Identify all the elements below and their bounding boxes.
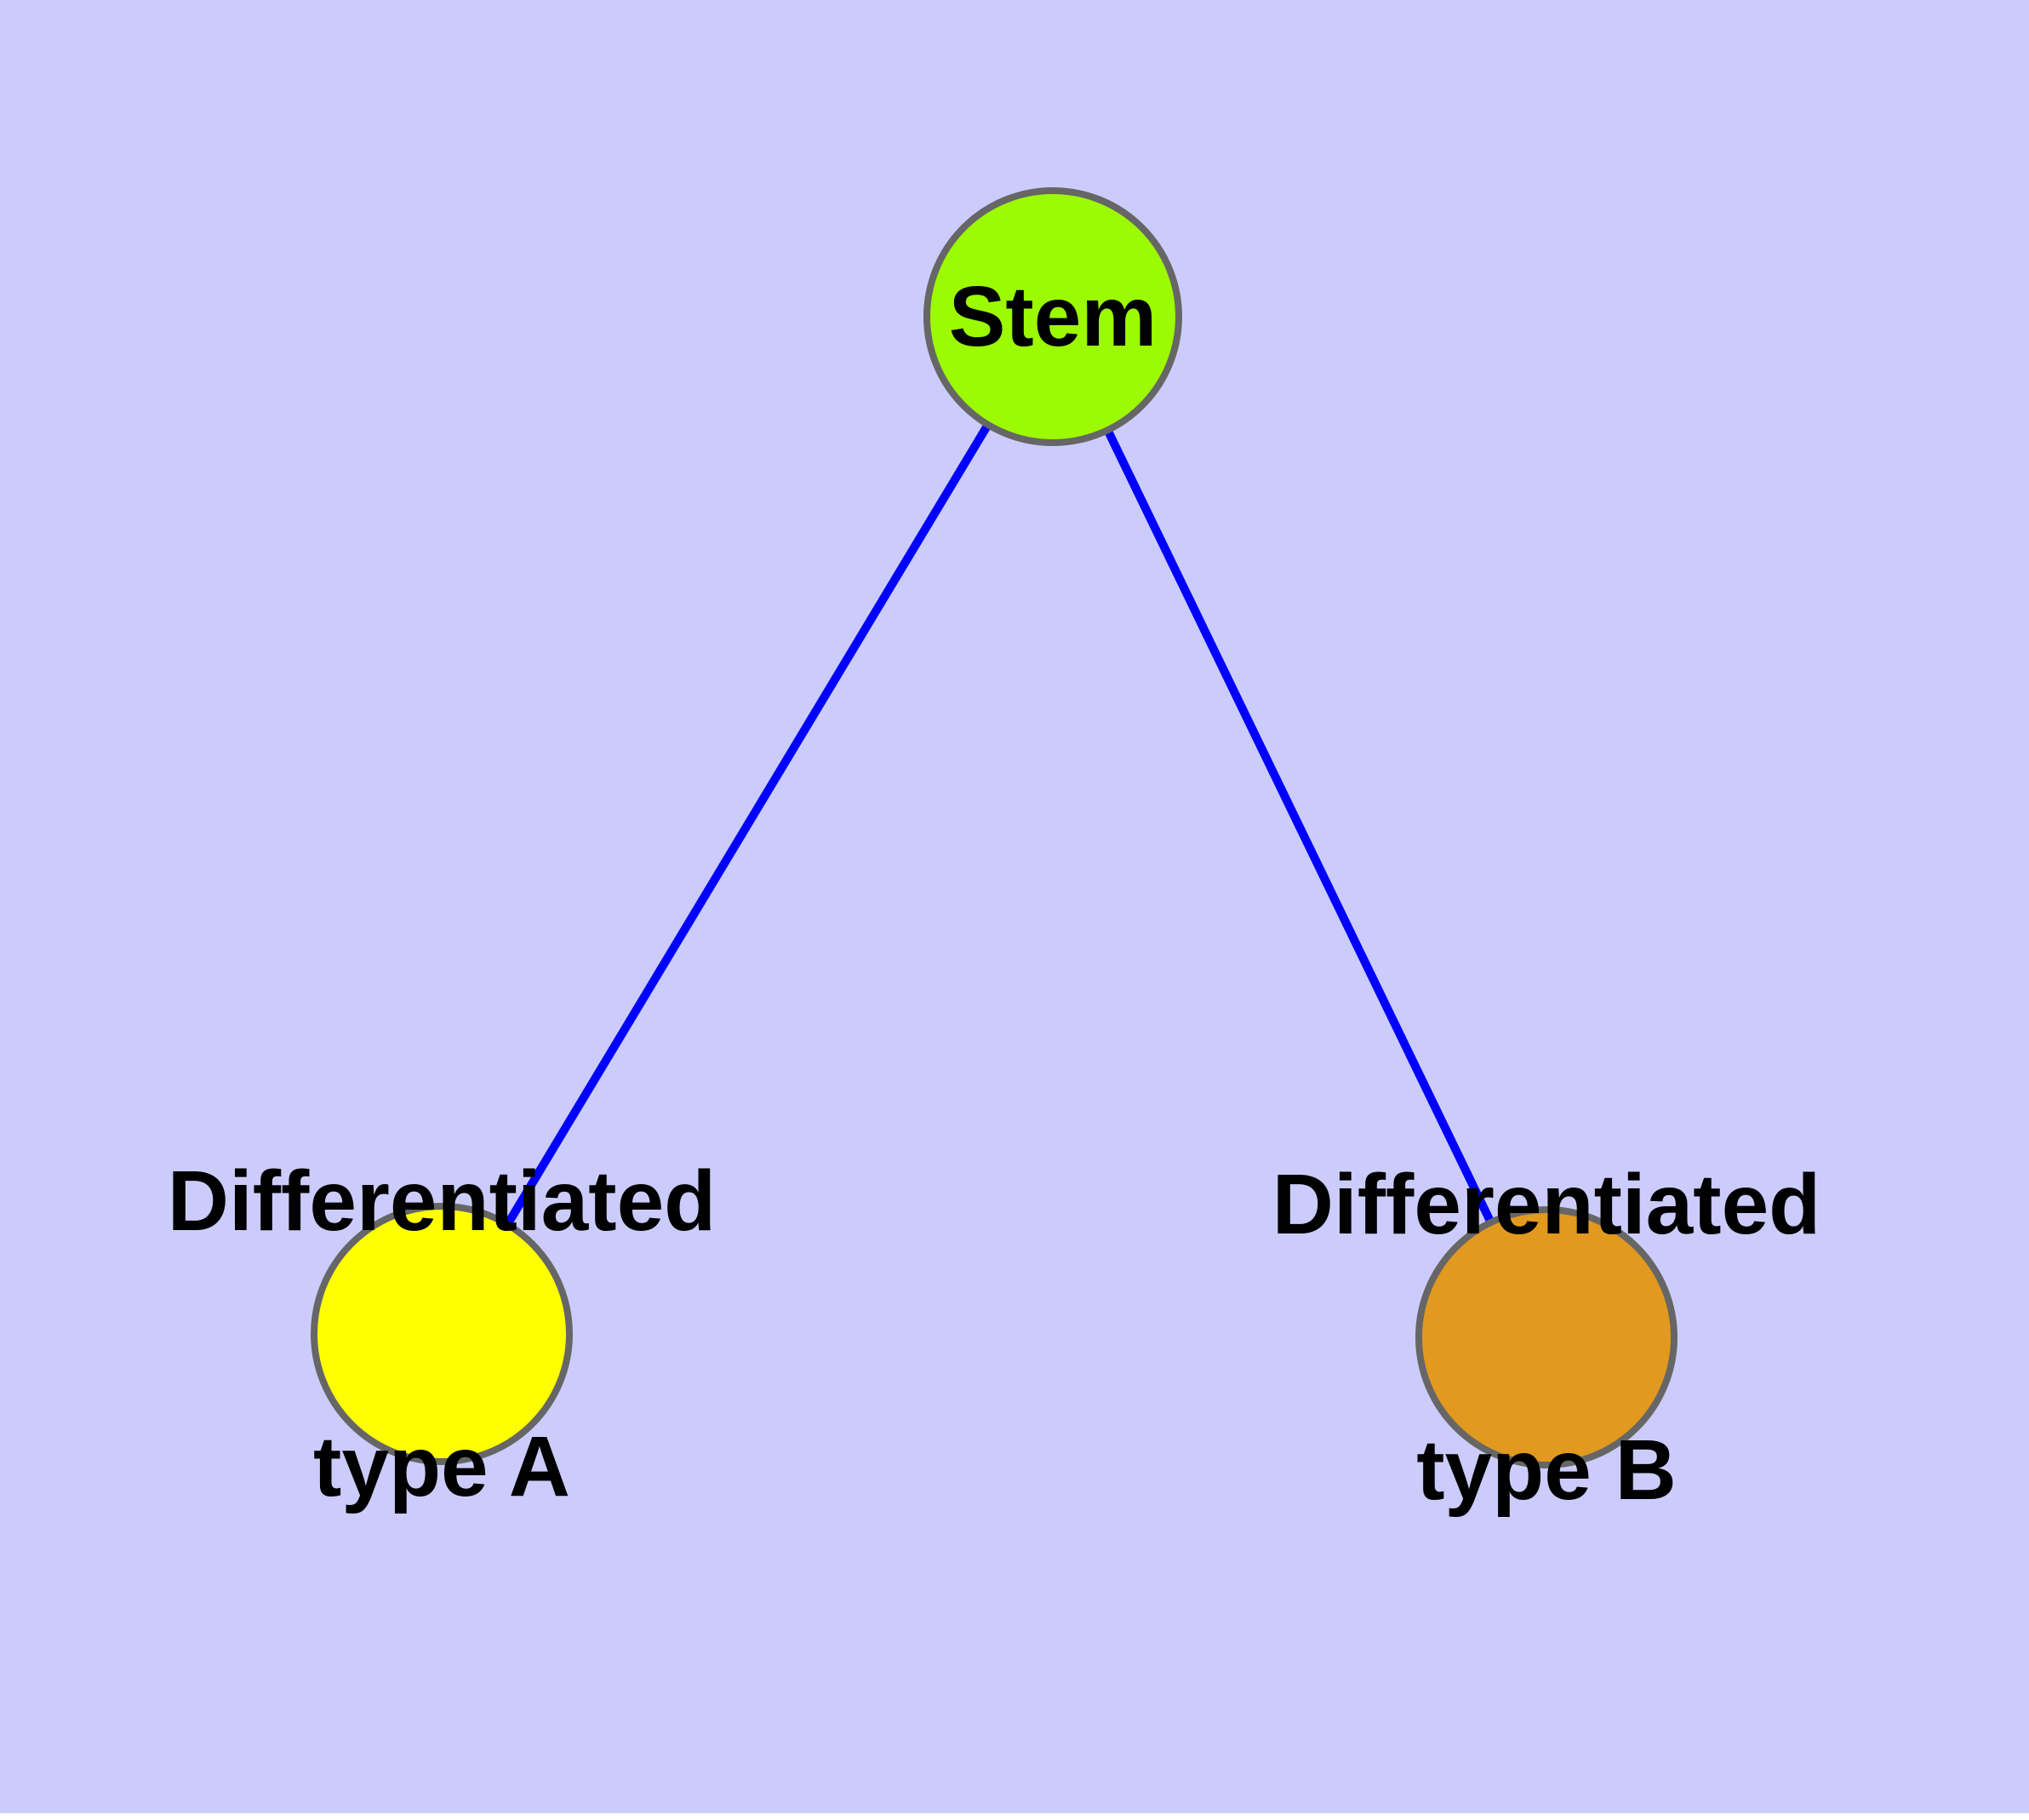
node-circle-type-b[interactable]	[1415, 1206, 1677, 1468]
node-circle-stem[interactable]	[923, 187, 1182, 446]
edge-stem-to-type-a	[437, 314, 1057, 1336]
edge-stem-to-type-b	[1049, 314, 1551, 1340]
edge-layer	[437, 314, 1551, 1340]
node-circle-type-a[interactable]	[311, 1203, 573, 1465]
node-layer	[311, 187, 1677, 1468]
